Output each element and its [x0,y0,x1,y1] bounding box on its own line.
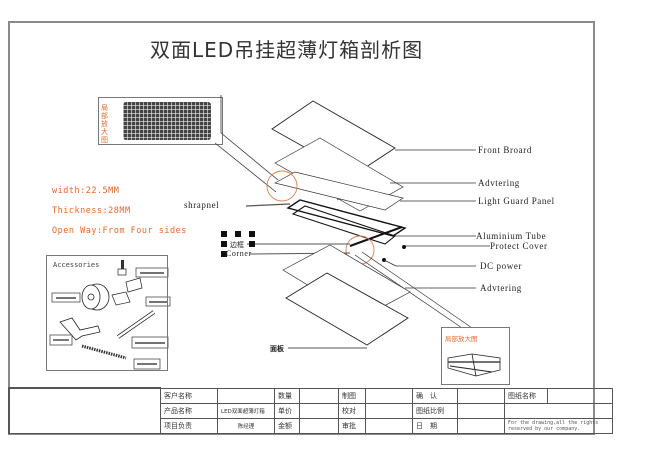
protect-cover-dot [402,245,406,249]
drawing-frame [8,21,595,435]
table-cell [365,387,413,404]
callout-advtering-top: Advtering [478,178,520,188]
table-cell [457,402,505,419]
spec-width: width:22.5MM [52,186,120,196]
leader-line [245,203,291,207]
table-cell [457,417,505,434]
light-guard-panel-shape [274,171,404,211]
callout-protect-cover: Protect Cover [490,241,548,251]
detail-view-label: 局部放大图 [101,104,108,144]
aluminium-frame-shape [286,199,407,237]
accessories-panel: Accessories [46,255,168,371]
aluminium-tube-edge [349,226,403,247]
corner-detail-drawing [447,353,501,377]
leader-line [220,132,279,181]
table-cell [299,417,339,434]
table-cell: 金额 [274,417,300,434]
panel-shape [285,272,409,346]
callout-corner: Corner [226,249,252,258]
table-row: 产品名称 LED双面超薄灯箱 单价 校对 图纸比例 [9,402,613,419]
accessories-illustrations [49,260,171,370]
table-row: 项目负责 陈经理 金额 审批 日 期 For the drawing,all t… [9,417,613,434]
table-cell: 制图 [338,387,366,404]
callout-frame-cn: 边框 [230,241,244,249]
table-cell: 数量 [274,387,300,404]
callout-light-guard-panel: Light Guard Panel [478,196,555,206]
table-cell [457,387,505,404]
title-block-table: 客户名称 数量 制图 确 认 图纸名称 产品名称 LED双面超薄灯箱 单价 校对… [8,387,613,434]
callout-dc-power: DC power [480,261,523,271]
callout-front-board: Front Broard [478,145,532,155]
table-cell [504,402,613,419]
table-cell: LED双面超薄灯箱 [217,402,275,419]
callout-advtering-bottom: Advtering [480,283,522,293]
table-cell [299,402,339,419]
table-row: 客户名称 数量 制图 确 认 图纸名称 [8,387,613,434]
table-cell [299,387,339,404]
callout-panel-cn: 面板 [270,345,284,353]
table-cell: 图纸比例 [412,402,458,419]
corner-detail-view: 局部放大图 [441,327,510,385]
spec-thickness: Thickness:28MM [52,206,131,216]
table-cell [547,387,613,404]
leader-line [214,142,277,193]
table-cell: 单价 [274,402,300,419]
table-cell [217,387,275,404]
table-cell: 图纸名称 [504,387,548,404]
table-cell: 项目负责 [160,417,218,434]
table-cell [365,402,413,419]
rights-notice: For the drawing,all the rights reserved … [504,417,613,434]
accessories-title: Accessories [53,261,100,269]
led-detail-view: 局部放大图 [98,97,223,145]
table-cell: 确 认 [412,387,458,404]
table-cell: 产品名称 [160,402,218,419]
corner-detail-label: 局部放大图 [445,335,478,343]
callout-aluminium-tube: Aluminium Tube [476,231,547,241]
table-cell: 陈经理 [217,417,275,434]
detail-circle [266,170,298,202]
drawing-title: 双面LED吊挂超薄灯箱剖析图 [150,38,424,62]
table-cell: 校对 [338,402,366,419]
table-cell [365,417,413,434]
led-grid-image [123,102,211,140]
spec-open-way: Open Way:From Four sides [52,226,187,236]
table-cell: 客户名称 [160,387,218,404]
callout-shrapnel: shrapnel [184,200,220,210]
table-cell: 审批 [338,417,366,434]
table-cell: 日 期 [412,417,458,434]
